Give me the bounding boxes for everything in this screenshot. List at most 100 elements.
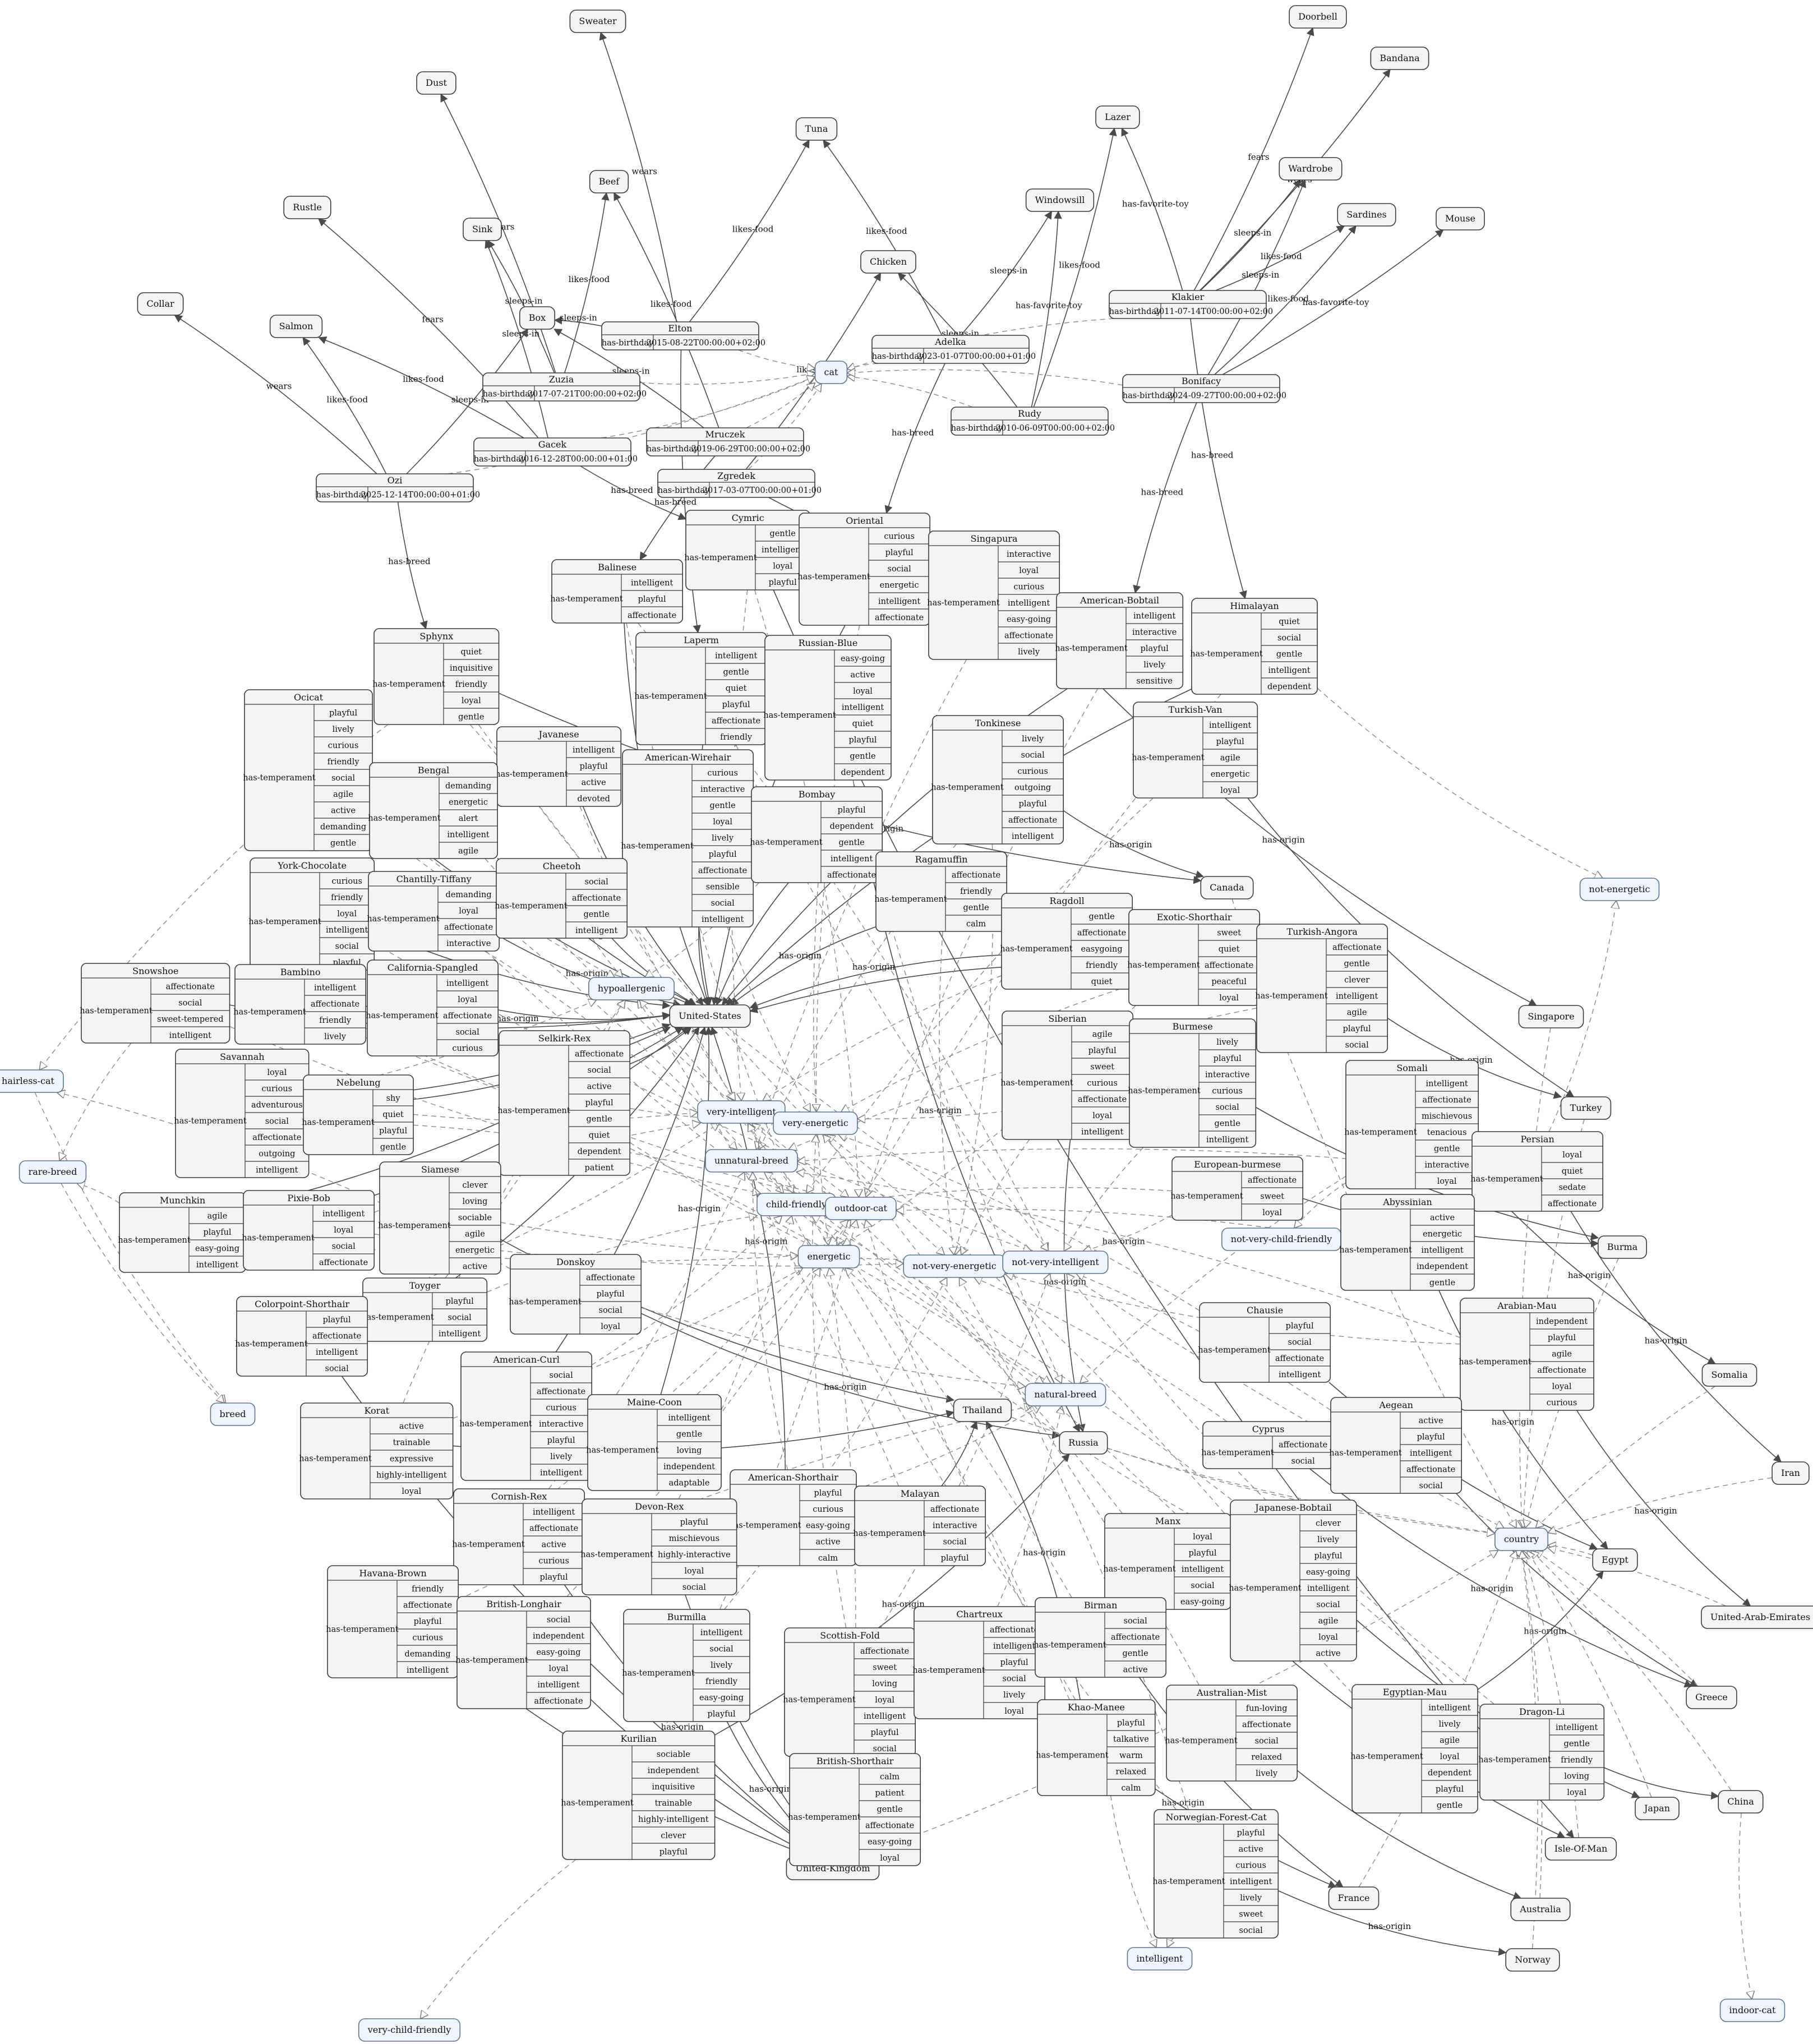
temperament-trait: playful <box>597 1290 625 1299</box>
object-node-doorbell-label: Doorbell <box>1298 11 1337 22</box>
temperament-trait: loyal <box>773 562 792 571</box>
type-edge <box>640 1000 1072 1598</box>
relation-edge <box>1222 229 1444 375</box>
type-edge <box>1110 1795 1156 1948</box>
breed-name: Cyprus <box>1252 1424 1285 1434</box>
class-node-very-energetic: very-energetic <box>773 1111 858 1135</box>
temperament-trait: curious <box>452 1044 483 1053</box>
temperament-key: has-temperament <box>233 1008 306 1017</box>
class-node-hairless-cat-label: hairless-cat <box>2 1076 55 1086</box>
edge-label: has-breed <box>892 427 934 437</box>
temperament-trait: dependent <box>1267 682 1311 691</box>
temperament-trait: interactive <box>700 785 745 794</box>
temperament-trait: lively <box>1439 1720 1461 1729</box>
temperament-trait: gentle <box>1088 912 1114 921</box>
temperament-trait: loving <box>1564 1772 1589 1781</box>
temperament-trait: dependent <box>830 822 874 831</box>
temperament-trait: affectionate <box>875 613 924 622</box>
type-edge <box>845 1268 1231 1537</box>
country-node-greece: Greece <box>1686 1686 1737 1709</box>
temperament-trait: loyal <box>875 1696 894 1705</box>
temperament-trait: playful <box>1088 1046 1117 1055</box>
temperament-trait: curious <box>1017 767 1048 776</box>
temperament-trait: social <box>1288 1338 1312 1347</box>
temperament-trait: curious <box>1013 583 1044 592</box>
temperament-trait: calm <box>818 1554 838 1563</box>
origin-edge <box>1277 1890 1507 1956</box>
temperament-trait: gentle <box>1429 1279 1455 1288</box>
origin-edge <box>640 1313 1060 1439</box>
temperament-trait: affectionate <box>1111 1633 1160 1642</box>
breed-node-american-curl: American-Curlhas-temperamentsocialaffect… <box>459 1351 593 1481</box>
temperament-trait: talkative <box>1113 1735 1149 1744</box>
breed-name: Selkirk-Rex <box>538 1033 591 1044</box>
breed-name: European-burmese <box>1194 1159 1281 1170</box>
origin-edge <box>1576 1410 1751 1607</box>
breed-name: Pixie-Bob <box>287 1193 330 1203</box>
country-node-china-label: China <box>1727 1796 1754 1807</box>
country-node-canada-label: Canada <box>1210 882 1244 893</box>
origin-edge <box>1247 797 1575 1097</box>
temperament-trait: relaxed <box>1115 1768 1146 1777</box>
object-node-dust-label: Dust <box>426 77 447 88</box>
type-edge <box>746 383 815 428</box>
breed-node-somali: Somalihas-temperamentintelligentaffectio… <box>1344 1060 1479 1189</box>
object-node-bandana-label: Bandana <box>1380 53 1420 63</box>
temperament-trait: agile <box>1318 1617 1339 1626</box>
temperament-trait: intelligent <box>715 652 757 661</box>
temperament-trait: energetic <box>1211 770 1250 779</box>
temperament-key: has-temperament <box>1339 1246 1412 1255</box>
temperament-trait: sweet <box>1239 1910 1263 1919</box>
country-node-turkey: Turkey <box>1560 1096 1612 1120</box>
breed-name: Burmilla <box>667 1612 707 1622</box>
type-edge <box>640 1307 1025 1386</box>
edge-label: has-origin <box>749 1784 792 1794</box>
temperament-trait: intelligent <box>322 1210 365 1219</box>
type-edge <box>1738 1812 1752 1999</box>
temperament-trait: affectionate <box>1548 1199 1597 1208</box>
type-edge <box>1080 1175 1346 1384</box>
temperament-trait: loyal <box>1019 566 1039 575</box>
temperament-trait: affectionate <box>443 1012 492 1021</box>
temperament-trait: intelligent <box>1008 599 1050 608</box>
temperament-trait: gentle <box>876 1805 902 1814</box>
temperament-trait: playful <box>1019 800 1047 809</box>
temperament-trait: mischievous <box>1422 1112 1472 1121</box>
country-node-russia: Russia <box>1059 1431 1108 1455</box>
class-node-natural-breed: natural-breed <box>1025 1383 1106 1406</box>
relation-edge <box>487 239 555 373</box>
temperament-trait: loyal <box>1437 1177 1457 1186</box>
temperament-key: has-temperament <box>495 770 568 779</box>
temperament-key: has-temperament <box>1459 1358 1531 1367</box>
temperament-trait: active <box>851 671 875 680</box>
edge-label: sleeps-in <box>560 313 597 323</box>
type-edge <box>421 1859 576 2019</box>
origin-edge <box>1309 1468 1693 1688</box>
class-node-hypoallergenic: hypoallergenic <box>588 977 675 1000</box>
object-node-lazer: Lazer <box>1095 105 1140 129</box>
type-edge <box>1548 1548 1726 1607</box>
temperament-trait: easygoing <box>1081 945 1123 954</box>
temperament-key: has-temperament <box>1127 961 1200 970</box>
birthday-value: 2017-03-07T00:00:00+01:00 <box>703 486 822 495</box>
type-edge <box>735 744 1048 1251</box>
birthday-value: 2015-08-22T00:00:00+02:00 <box>647 339 765 348</box>
temperament-key: has-temperament <box>912 1666 985 1675</box>
relation-edge <box>823 139 943 336</box>
edge-label: has-origin <box>852 962 896 972</box>
breed-node-javanese: Javanesehas-temperamentintelligentplayfu… <box>495 726 622 807</box>
object-node-wardrobe: Wardrobe <box>1279 157 1343 181</box>
edge-label: has-breed <box>1191 450 1234 460</box>
class-node-indoor-cat-label: indoor-cat <box>1729 2005 1776 2015</box>
origin-edge <box>710 1026 786 1470</box>
temperament-key: has-temperament <box>248 917 321 926</box>
temperament-key: has-temperament <box>1103 1565 1176 1574</box>
temperament-key: has-temperament <box>299 1455 372 1464</box>
breed-name: Munchkin <box>160 1195 205 1206</box>
relation-edge <box>1214 225 1357 375</box>
edge-label: sleeps-in <box>505 296 542 306</box>
edge-label: has-origin <box>1102 1236 1145 1247</box>
object-node-box: Box <box>519 306 556 330</box>
relation-edge <box>397 501 428 630</box>
country-node-burma-label: Burma <box>1607 1242 1638 1252</box>
